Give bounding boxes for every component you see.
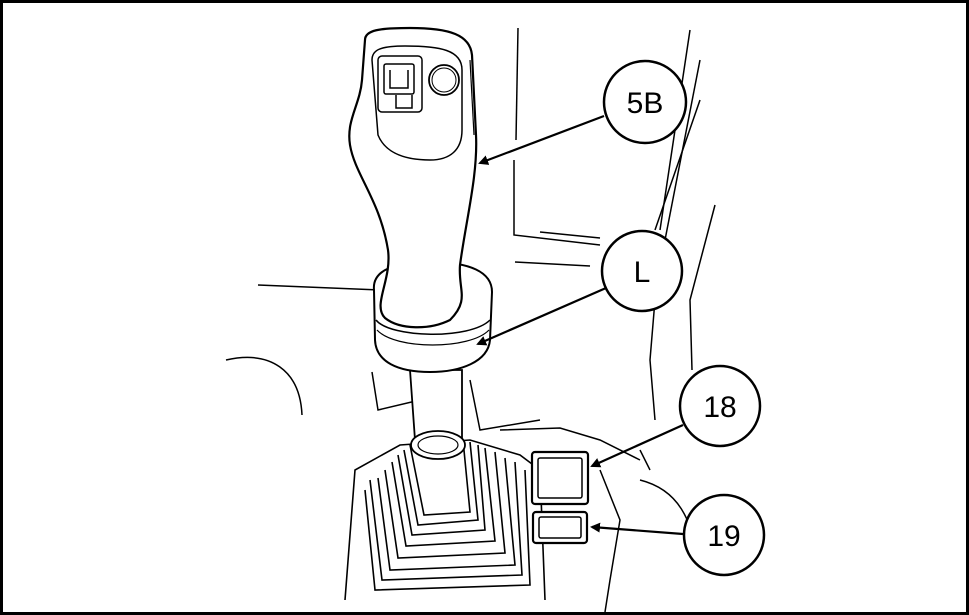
callout-l: L [600,229,684,313]
callout-18-label: 18 [703,391,736,424]
callout-19-label: 19 [707,520,740,553]
callout-5b-label: 5B [627,87,664,120]
joystick-handle [348,26,478,329]
leader-19 [590,522,684,536]
cab-background [225,27,716,613]
leader-5b [478,114,605,165]
leader-18 [590,423,684,468]
callout-leaders [476,114,684,536]
switch-19 [531,510,589,545]
callout-5b: 5B [602,59,688,145]
callout-19: 19 [682,493,766,577]
switch-18 [530,450,590,506]
joystick-boot [344,439,546,601]
lock-switch-icon [377,55,423,113]
joystick-shaft [409,369,466,460]
round-button-icon [428,64,460,96]
leader-l [476,286,607,346]
callout-l-label: L [634,256,651,289]
callout-18: 18 [678,364,762,448]
